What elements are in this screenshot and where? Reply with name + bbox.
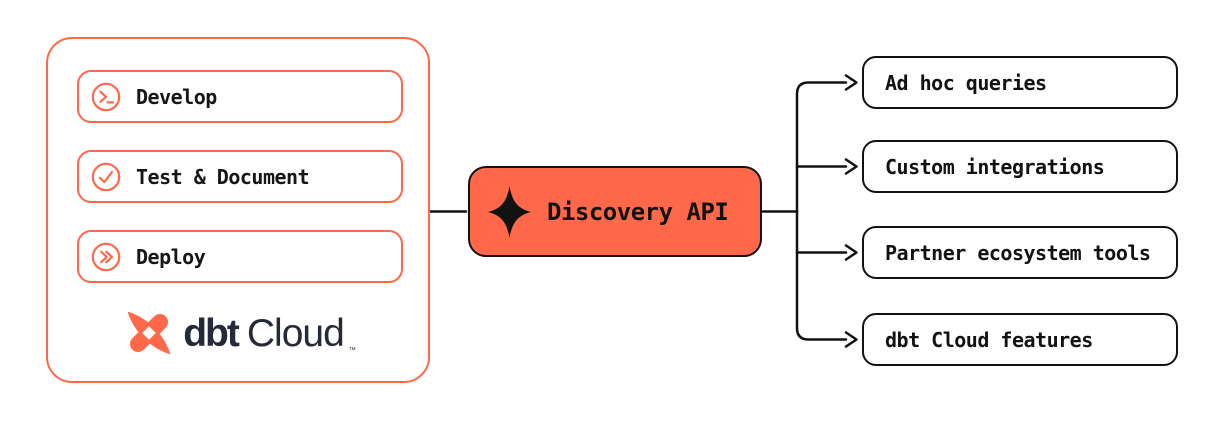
arrowhead-1 (844, 74, 858, 91)
stage-box-deploy: Deploy (77, 230, 403, 283)
stage-box-develop: Develop (77, 70, 403, 123)
arrowhead-2 (844, 158, 858, 175)
consumer-label: Ad hoc queries (885, 70, 1047, 95)
logo-brand-text: dbt (183, 311, 240, 355)
terminal-prompt-icon (91, 82, 121, 111)
discovery-api-label: Discovery API (547, 197, 729, 226)
logo-product-text: Cloud (246, 311, 345, 355)
dbt-cloud-logo: dbt Cloud ™ (77, 300, 403, 366)
arrowhead-3 (844, 244, 858, 261)
consumer-box-custom-integrations: Custom integrations (862, 140, 1178, 193)
logo-trademark: ™ (348, 347, 356, 354)
stage-label-deploy: Deploy (136, 244, 206, 269)
arrowhead-4 (844, 331, 858, 348)
check-circle-icon (91, 162, 121, 191)
consumer-label: Custom integrations (885, 154, 1105, 179)
stage-label-develop: Develop (136, 84, 217, 109)
stage-label-test-document: Test & Document (136, 164, 310, 189)
stage-box-test-document: Test & Document (77, 150, 403, 203)
consumer-box-partner-ecosystem-tools: Partner ecosystem tools (862, 226, 1178, 279)
consumer-label: dbt Cloud features (885, 327, 1093, 352)
dbt-logo-mark-icon (127, 311, 171, 355)
consumer-label: Partner ecosystem tools (885, 240, 1151, 265)
discovery-api-node: Discovery API (468, 166, 762, 257)
consumer-box-dbt-cloud-features: dbt Cloud features (862, 313, 1178, 366)
sparkle-icon (487, 185, 532, 238)
double-chevron-circle-icon (91, 242, 121, 271)
connector-arm-1 (795, 81, 848, 213)
connector-arm-4 (795, 210, 848, 341)
consumer-box-ad-hoc-queries: Ad hoc queries (862, 56, 1178, 109)
